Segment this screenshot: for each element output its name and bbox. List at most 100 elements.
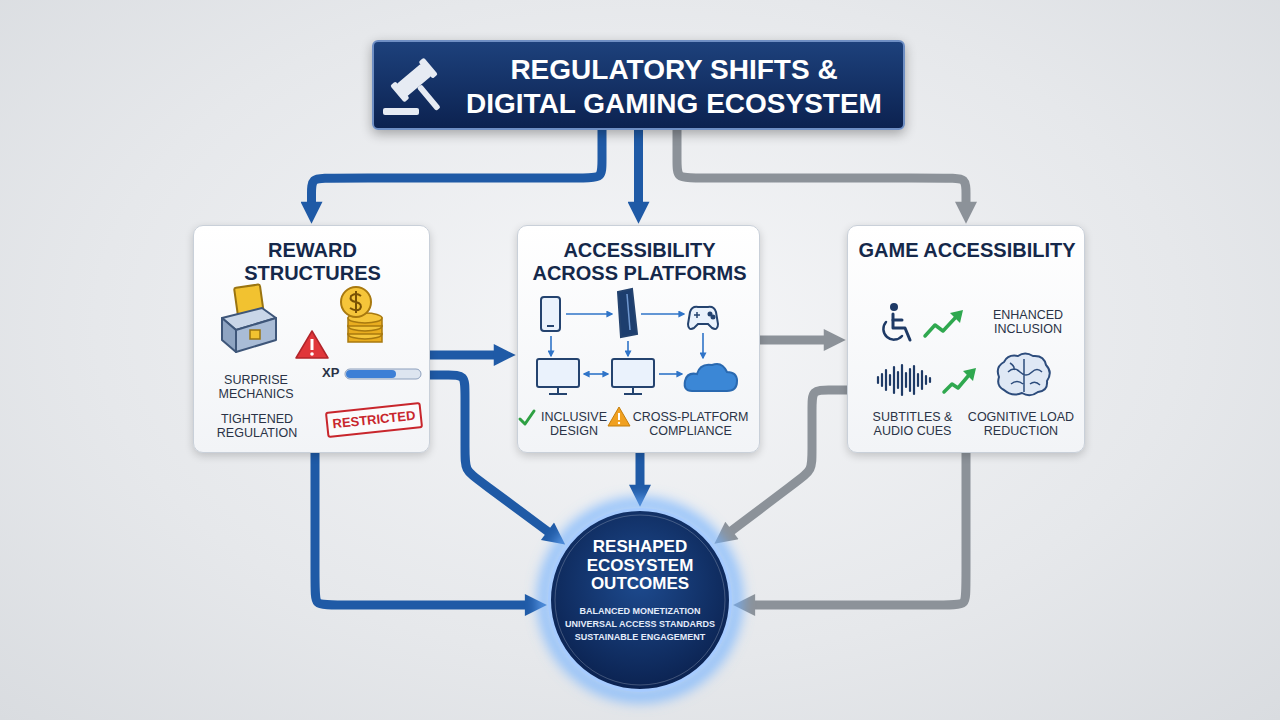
circle-glow [544,504,736,696]
device-link [550,336,552,356]
outcome-item: UNIVERSAL ACCESS STANDARDS [555,619,725,630]
wave-bar [909,369,911,391]
gamepad-dpad [694,314,700,316]
coin-side [348,326,382,334]
coins-icon [341,287,382,342]
monitor-base [624,393,642,395]
device-link [659,373,682,375]
panel-heading: ACCESSIBILITY ACROSS PLATFORMS [527,239,752,285]
wave-bar [905,373,907,387]
device-links [551,314,703,374]
device-link [566,313,612,315]
outcome-item: SUSTAINABLE ENGAGEMENT [555,632,725,643]
wave-bar [925,376,927,384]
warning-triangle [296,331,328,358]
growth-arrow [925,310,963,336]
restricted-stamp: RESTRICTED [325,402,423,438]
check-icon [520,411,534,424]
icon-caption: INCLUSIVE DESIGN [532,410,616,439]
flow-arrow [748,453,966,605]
outcome-item: BALANCED MONETIZATION [555,606,725,617]
circle-fill [550,510,731,691]
wave-bar [901,365,903,395]
growth-line [944,375,969,392]
gavel-head [390,57,455,123]
circle-heading: RESHAPED ECOSYSTEM OUTCOMES [570,538,710,594]
stamp-text: RESTRICTED [327,404,421,436]
wheelchair-body [893,314,910,340]
monitor-stand [557,387,559,393]
flow-arrow [430,351,501,360]
growth-line [925,317,956,336]
outcome-circle: RESHAPED ECOSYSTEM OUTCOMES BALANCED MONE… [548,508,732,692]
gavel-handle [417,84,441,111]
monitor-stand [632,387,634,393]
coin [348,329,382,339]
gavel-head-cap [418,57,438,78]
loot-card [234,284,264,317]
phone-icon [541,297,560,331]
wave-bar [881,374,883,386]
warning-dot [310,352,314,356]
device-link [641,313,684,315]
brain-outline [998,354,1050,396]
xp-label: XP [322,366,348,381]
flow-arrow [760,336,831,345]
console-stripe [627,294,630,330]
icon-caption: CROSS-PLATFORM COMPLIANCE [628,410,753,439]
wave-bar [913,366,915,394]
growth-head [963,368,976,381]
caution-dot [618,422,620,424]
wheelchair-icon [883,303,910,340]
flow-arrow [636,453,645,492]
monitor-icon [537,359,579,387]
icon-caption: SUBTITLES & AUDIO CUES [860,410,965,439]
xp-track [345,369,421,379]
wave-bar [897,372,899,388]
cloud-icon [685,364,737,391]
device-link [702,333,704,358]
wave-bar [885,370,887,390]
device-link [584,373,608,375]
coin [348,313,382,323]
wave-bar [929,378,931,382]
wheelchair-wheel [883,322,902,340]
wave-bar [921,371,923,389]
gavel-head-cap [390,81,410,102]
process-box: GAME ACCESSIBILITYENHANCED INCLUSIONSUBT… [847,225,1085,453]
gamepad-button [709,313,712,316]
dollar-symbol [350,291,361,313]
process-box: ACCESSIBILITY ACROSS PLATFORMS INCLUSIVE … [517,225,760,453]
monitor-base [549,393,567,395]
panel-heading: GAME ACCESSIBILITY [855,239,1079,262]
flow-arrow [312,130,603,209]
process-box: REWARD STRUCTURESSURPRISE MECHANICSXPTIG… [193,225,430,453]
xp-fill [346,370,396,378]
console-icon [618,289,637,337]
brain-icon [998,354,1050,396]
wave-bar [893,367,895,393]
coin [348,321,382,331]
caution-icon [608,407,630,426]
caution-mark [618,413,620,420]
flow-arrow [315,453,532,605]
gavel-head-body [396,63,432,97]
panel-heading: REWARD STRUCTURES [200,239,425,285]
gamepad-dpad [696,312,698,318]
dollar-coin [341,287,371,317]
phone-button [547,325,554,327]
icon-caption: TIGHTENED REGULATION [202,412,312,441]
soundwave-icon [878,365,930,395]
wheelchair-head [890,303,898,311]
warning-mark [311,339,314,350]
monitor-icon [612,359,654,387]
growth-arrow [944,368,976,392]
wave-bar [917,374,919,386]
coin-side [348,334,382,342]
title-text: REGULATORY SHIFTS & DIGITAL GAMING ECOSY… [454,53,894,120]
loot-box-lock [250,330,260,339]
loot-box-icon [222,284,276,352]
wave-bar [889,375,891,385]
